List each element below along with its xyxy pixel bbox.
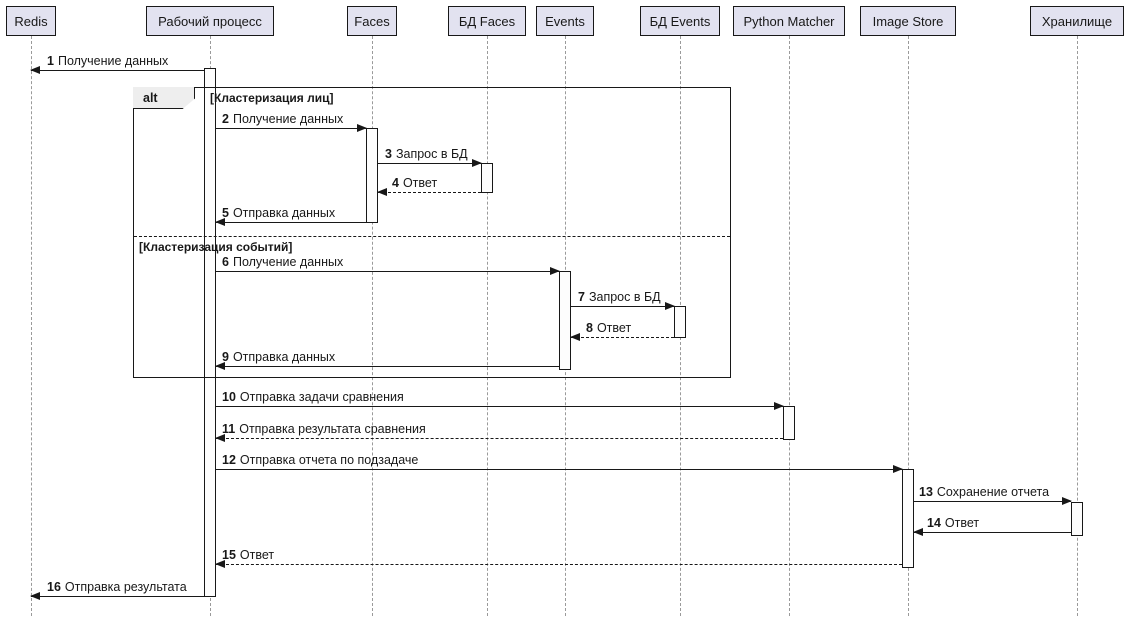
activation-image-store — [902, 469, 914, 568]
arrowhead-icon — [377, 188, 387, 196]
arrowhead-icon — [665, 302, 675, 310]
participant-image-store: Image Store — [860, 6, 956, 36]
activation-python-matcher — [783, 406, 795, 440]
participant-db-faces: БД Faces — [448, 6, 526, 36]
message-arrow — [215, 218, 366, 226]
message-arrow — [215, 560, 902, 568]
message-arrow — [216, 124, 367, 132]
arrowhead-icon — [550, 267, 560, 275]
arrowhead-icon — [570, 333, 580, 341]
arrowhead-icon — [472, 159, 482, 167]
arrowhead-icon — [913, 528, 923, 536]
message-arrow — [914, 497, 1072, 505]
arrowhead-icon — [30, 66, 40, 74]
alt-operator-label: alt — [133, 87, 195, 109]
arrowhead-icon — [215, 560, 225, 568]
arrowhead-icon — [893, 465, 903, 473]
message-arrow — [571, 302, 675, 310]
participant-faces: Faces — [347, 6, 397, 36]
message-arrow — [216, 465, 903, 473]
arrowhead-icon — [30, 592, 40, 600]
message-arrow — [216, 402, 784, 410]
arrowhead-icon — [215, 218, 225, 226]
message-arrow — [30, 66, 204, 74]
message-arrow — [216, 267, 560, 275]
lifeline-image-store — [908, 36, 909, 616]
lifeline-storage — [1077, 36, 1078, 616]
activation-db-events — [674, 306, 686, 338]
participant-db-events: БД Events — [640, 6, 720, 36]
activation-db-faces — [481, 163, 493, 193]
lifeline-redis — [31, 36, 32, 616]
alt-divider — [134, 236, 730, 237]
participant-events: Events — [536, 6, 594, 36]
arrowhead-icon — [774, 402, 784, 410]
message-arrow — [378, 159, 482, 167]
message-arrow — [215, 434, 783, 442]
message-arrow — [913, 528, 1071, 536]
arrowhead-icon — [357, 124, 367, 132]
arrowhead-icon — [215, 434, 225, 442]
activation-worker-process — [204, 68, 216, 597]
participant-worker-process: Рабочий процесс — [146, 6, 274, 36]
message-arrow — [215, 362, 559, 370]
message-arrow — [570, 333, 674, 341]
activation-events — [559, 271, 571, 370]
participant-redis: Redis — [6, 6, 56, 36]
lifeline-python-matcher — [789, 36, 790, 616]
arrowhead-icon — [215, 362, 225, 370]
lifeline-db-faces — [487, 36, 488, 616]
alt-guard-events-clustering: [Кластеризация событий] — [139, 240, 293, 254]
lifeline-faces — [372, 36, 373, 616]
participant-python-matcher: Python Matcher — [733, 6, 845, 36]
message-arrow — [377, 188, 481, 196]
activation-storage — [1071, 502, 1083, 536]
alt-frame — [133, 87, 731, 378]
message-arrow — [30, 592, 204, 600]
activation-faces — [366, 128, 378, 223]
alt-guard-faces-clustering: [Кластеризация лиц] — [210, 91, 334, 105]
arrowhead-icon — [1062, 497, 1072, 505]
participant-storage: Хранилище — [1030, 6, 1124, 36]
